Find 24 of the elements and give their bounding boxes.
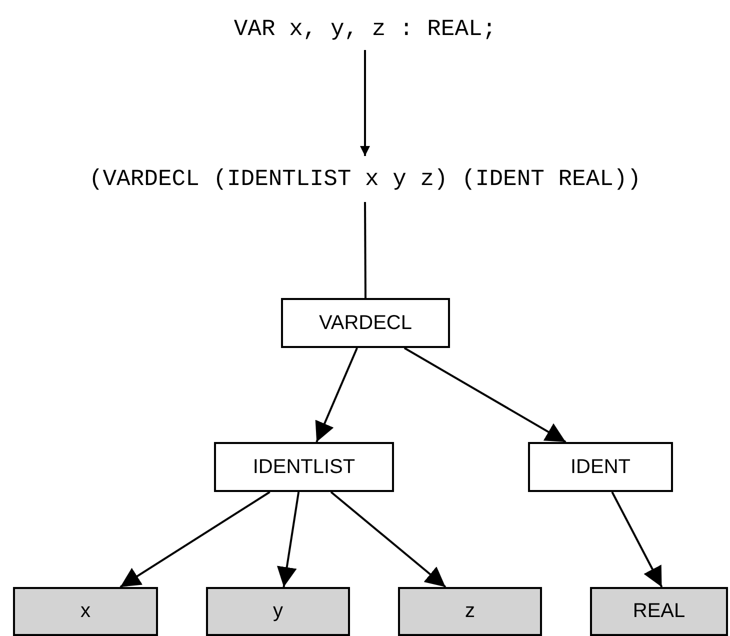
arrow — [276, 492, 300, 588]
node-label: REAL — [632, 600, 686, 623]
node-label: x — [80, 600, 90, 623]
leaf-node-box — [13, 587, 158, 636]
node-label: z — [465, 600, 475, 623]
leaf-node-box — [206, 587, 350, 636]
arrow — [315, 348, 358, 442]
leaf-node-box — [398, 587, 542, 636]
tree-node-box — [281, 298, 450, 348]
tree-node-box — [528, 442, 673, 492]
connector-line — [364, 202, 366, 298]
tree-node-box — [214, 442, 394, 492]
node-label: VARDECL — [319, 312, 412, 334]
arrow — [404, 347, 566, 443]
node-label: y — [273, 600, 283, 623]
node-label: IDENTLIST — [252, 456, 356, 478]
leaf-node-box — [590, 587, 728, 636]
arrow — [360, 50, 370, 156]
code-text: VAR x, y, z : REAL; — [234, 16, 496, 42]
arrow — [611, 492, 663, 588]
arrow — [120, 491, 270, 588]
code-text: (VARDECL (IDENTLIST x y z) (IDENT REAL)) — [88, 166, 642, 192]
arrow — [330, 491, 446, 588]
node-label: IDENT — [570, 456, 630, 478]
